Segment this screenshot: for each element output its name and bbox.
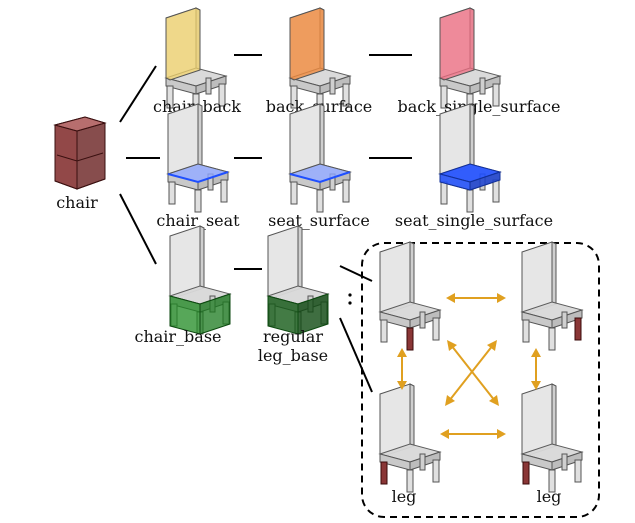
leg-group-box: [361, 242, 600, 518]
seat-single-surface-figure: [438, 103, 502, 213]
leg-relation-arrows: [397, 293, 541, 439]
leg-chair-bottom-left: [379, 383, 441, 493]
label-back-single-surface: back_single_surface: [398, 97, 561, 116]
leg-chair-top-right: [521, 241, 583, 351]
label-chair: chair: [56, 193, 98, 212]
chair-base-figure: [169, 225, 231, 335]
ellipsis-dot-1: [348, 293, 352, 297]
chair-seat-figure: [166, 103, 230, 213]
label-leg-left: leg: [392, 487, 417, 506]
connector-chair-to-base: [119, 193, 157, 265]
label-leg-right: leg: [537, 487, 562, 506]
regular-leg-base-figure: [267, 225, 329, 335]
label-seat-surface: seat_surface: [268, 211, 370, 230]
ellipsis-dot-2: [348, 301, 352, 305]
label-chair-seat: chair_seat: [156, 211, 240, 230]
connector-legbase-to-group-top: [339, 265, 373, 282]
label-regular-line2: leg_base: [258, 346, 328, 365]
label-chair-base: chair_base: [134, 327, 221, 346]
label-seat-single-surface: seat_single_surface: [395, 211, 553, 230]
leg-chair-top-left: [379, 241, 441, 351]
label-regular-line1: regular: [263, 327, 323, 346]
back-single-surface-figure: [439, 7, 501, 117]
leg-chair-bottom-right: [521, 383, 583, 493]
connector-chair-to-back: [119, 65, 157, 123]
connector-legbase-to-group-bottom: [339, 317, 373, 393]
back-surface-figure: [289, 7, 351, 117]
chair-back-figure: [165, 7, 227, 117]
root-chair-figure: [53, 116, 107, 190]
seat-surface-figure: [288, 103, 352, 213]
